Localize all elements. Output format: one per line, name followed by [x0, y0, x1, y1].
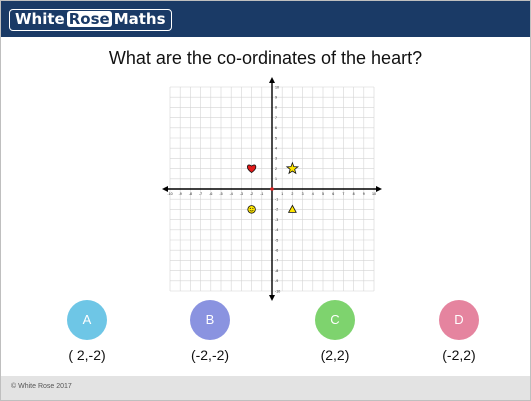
option-b-answer: (-2,-2): [190, 347, 230, 363]
x-tick-label: 10: [372, 192, 376, 196]
x-tick-label: 1: [281, 192, 283, 196]
option-c-letter: C: [330, 312, 340, 327]
option-c-button[interactable]: C: [315, 300, 355, 340]
option-d-answer: (-2,2): [442, 347, 476, 363]
x-tick-label: -9: [179, 192, 182, 196]
option-d-letter: D: [454, 312, 464, 327]
x-tick-label: 6: [332, 192, 334, 196]
y-tick-label: 8: [275, 106, 277, 110]
origin-dot: [270, 187, 274, 191]
y-axis-top-arrow: [269, 77, 275, 83]
y-tick-label: 6: [275, 126, 277, 130]
y-tick-label: -1: [275, 198, 278, 202]
triangle-icon: [287, 204, 297, 213]
option-b-button[interactable]: B: [190, 300, 230, 340]
logo-word-rose: Rose: [66, 10, 112, 28]
y-tick-label: 4: [275, 147, 277, 151]
y-tick-label: -10: [275, 289, 280, 293]
logo-word-white: White: [15, 10, 65, 28]
y-tick-label: 10: [275, 85, 279, 89]
x-axis-left-arrow: [162, 186, 168, 192]
star-icon: [285, 161, 300, 175]
y-tick-label: -8: [275, 269, 278, 273]
option-b-letter: B: [205, 312, 215, 327]
smiley-icon: [247, 205, 256, 214]
copyright-text: © White Rose 2017: [11, 383, 72, 390]
y-tick-label: 1: [275, 177, 277, 181]
footer-bar: © White Rose 2017: [1, 376, 530, 400]
x-tick-label: -4: [230, 192, 233, 196]
x-tick-label: -3: [240, 192, 243, 196]
y-tick-label: -3: [275, 218, 278, 222]
y-axis-bottom-arrow: [269, 295, 275, 301]
x-tick-label: -6: [209, 192, 212, 196]
x-tick-label: -10: [167, 192, 172, 196]
y-tick-label: 3: [275, 157, 277, 161]
smiley-right-eye: [252, 207, 254, 209]
x-tick-label: -5: [219, 192, 222, 196]
y-tick-label: -7: [275, 259, 278, 263]
option-a-button[interactable]: A: [67, 300, 107, 340]
x-tick-label: 2: [291, 192, 293, 196]
y-tick-label: 5: [275, 136, 277, 140]
y-tick-label: -9: [275, 279, 278, 283]
x-tick-label: 9: [363, 192, 365, 196]
heart-icon: [247, 164, 257, 174]
option-a-answer: ( 2,-2): [68, 347, 106, 363]
x-tick-label: 8: [353, 192, 355, 196]
question-text: What are the co-ordinates of the heart?: [108, 48, 423, 68]
option-d-button[interactable]: D: [439, 300, 479, 340]
y-tick-label: -6: [275, 249, 278, 253]
option-a-letter: A: [82, 312, 92, 327]
x-tick-label: -7: [199, 192, 202, 196]
logo-word-maths: Maths: [113, 10, 166, 28]
x-tick-label: -2: [250, 192, 253, 196]
y-tick-label: -2: [275, 208, 278, 212]
y-tick-label: -4: [275, 228, 278, 232]
x-axis-right-arrow: [376, 186, 382, 192]
x-tick-label: 7: [342, 192, 344, 196]
option-c-answer: (2,2): [320, 347, 350, 363]
y-tick-label: 2: [275, 167, 277, 171]
x-tick-label: 4: [312, 192, 314, 196]
x-tick-label: 5: [322, 192, 324, 196]
x-tick-label: 3: [302, 192, 304, 196]
y-tick-label: 9: [275, 96, 277, 100]
smiley-left-eye: [249, 207, 251, 209]
x-tick-label: -8: [189, 192, 192, 196]
x-tick-label: -1: [260, 192, 263, 196]
y-tick-label: -5: [275, 238, 278, 242]
y-tick-label: 7: [275, 116, 277, 120]
smiley-mouth: [249, 209, 254, 212]
